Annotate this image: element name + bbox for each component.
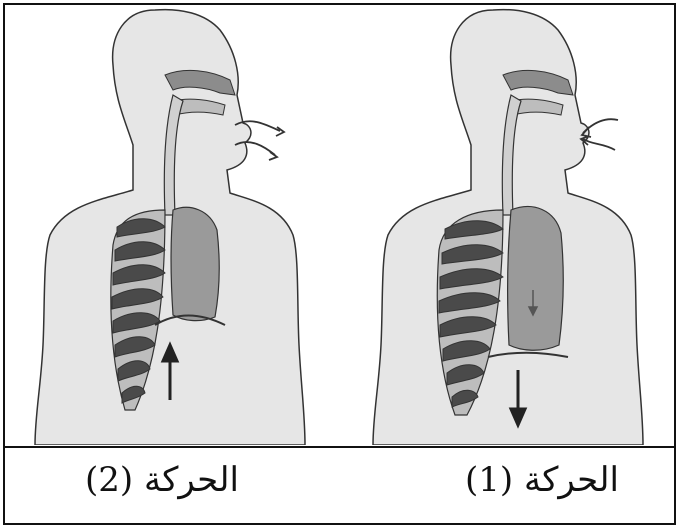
caption-movement-2: الحركة (2) (85, 460, 239, 500)
lung (508, 207, 563, 351)
lung (171, 207, 219, 320)
figure-inhalation (343, 5, 676, 445)
figure-exhalation (5, 5, 343, 445)
diagram-frame: الحركة (2) الحركة (1) (3, 3, 676, 525)
exhalation-illustration (5, 5, 343, 445)
inhalation-illustration (343, 5, 676, 445)
caption-movement-1: الحركة (1) (465, 460, 619, 500)
caption-divider (5, 446, 674, 448)
